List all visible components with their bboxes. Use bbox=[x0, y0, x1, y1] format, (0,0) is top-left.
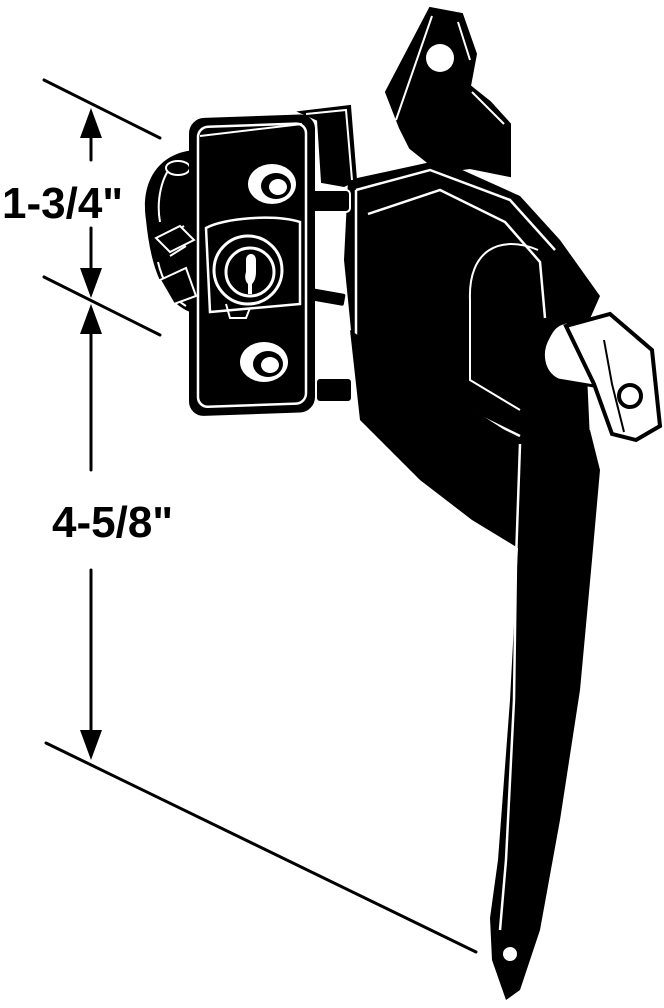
arrowhead-up-1 bbox=[80, 108, 102, 138]
back-plate bbox=[296, 104, 358, 188]
key-bow bbox=[563, 311, 663, 443]
rear-dome-cap bbox=[165, 160, 191, 176]
lock-cylinder-outer bbox=[212, 234, 284, 306]
lock-escutcheon bbox=[144, 114, 315, 416]
cylinder-clip bbox=[225, 303, 251, 319]
arrowhead-down-2 bbox=[80, 730, 102, 760]
body-outline-highlight-inner bbox=[468, 243, 539, 411]
dimension-lines bbox=[42, 78, 478, 954]
lower-dimension-label: 4-5/8" bbox=[52, 498, 173, 547]
escutcheon-top-edge bbox=[199, 123, 303, 137]
upper-dimension-label: 1-3/4" bbox=[2, 179, 123, 228]
dimension-arrows bbox=[80, 108, 102, 760]
side-clip-upper bbox=[154, 224, 196, 254]
top-mounting-tab bbox=[384, 6, 511, 178]
side-clip-lower bbox=[158, 266, 198, 306]
extension-line-middle bbox=[42, 275, 162, 337]
arrowhead-down-1 bbox=[80, 268, 102, 298]
escutcheon-plate-border bbox=[196, 122, 308, 408]
extension-line-top bbox=[42, 78, 162, 140]
back-plate-highlight bbox=[305, 108, 353, 181]
arrowhead-up-2 bbox=[80, 304, 102, 334]
door-handle bbox=[284, 6, 600, 1000]
key bbox=[541, 311, 663, 443]
key-bow-inner-edge bbox=[603, 339, 625, 433]
upper-screw-slot bbox=[269, 179, 287, 195]
lower-screw-slot bbox=[261, 357, 279, 373]
upper-pin bbox=[309, 189, 351, 213]
lower-pin bbox=[315, 377, 353, 403]
lever-edge-highlight bbox=[498, 443, 522, 931]
lever-tip-hole bbox=[503, 947, 517, 961]
handle-lever bbox=[350, 330, 600, 1000]
top-tab-highlight bbox=[395, 15, 505, 125]
extension-line-bottom bbox=[44, 741, 478, 954]
top-screw-hole bbox=[426, 44, 454, 72]
lock-cylinder-inner bbox=[224, 246, 276, 298]
key-ring-hole bbox=[617, 383, 643, 409]
cylinder-housing bbox=[204, 216, 302, 314]
keyway bbox=[245, 254, 256, 294]
